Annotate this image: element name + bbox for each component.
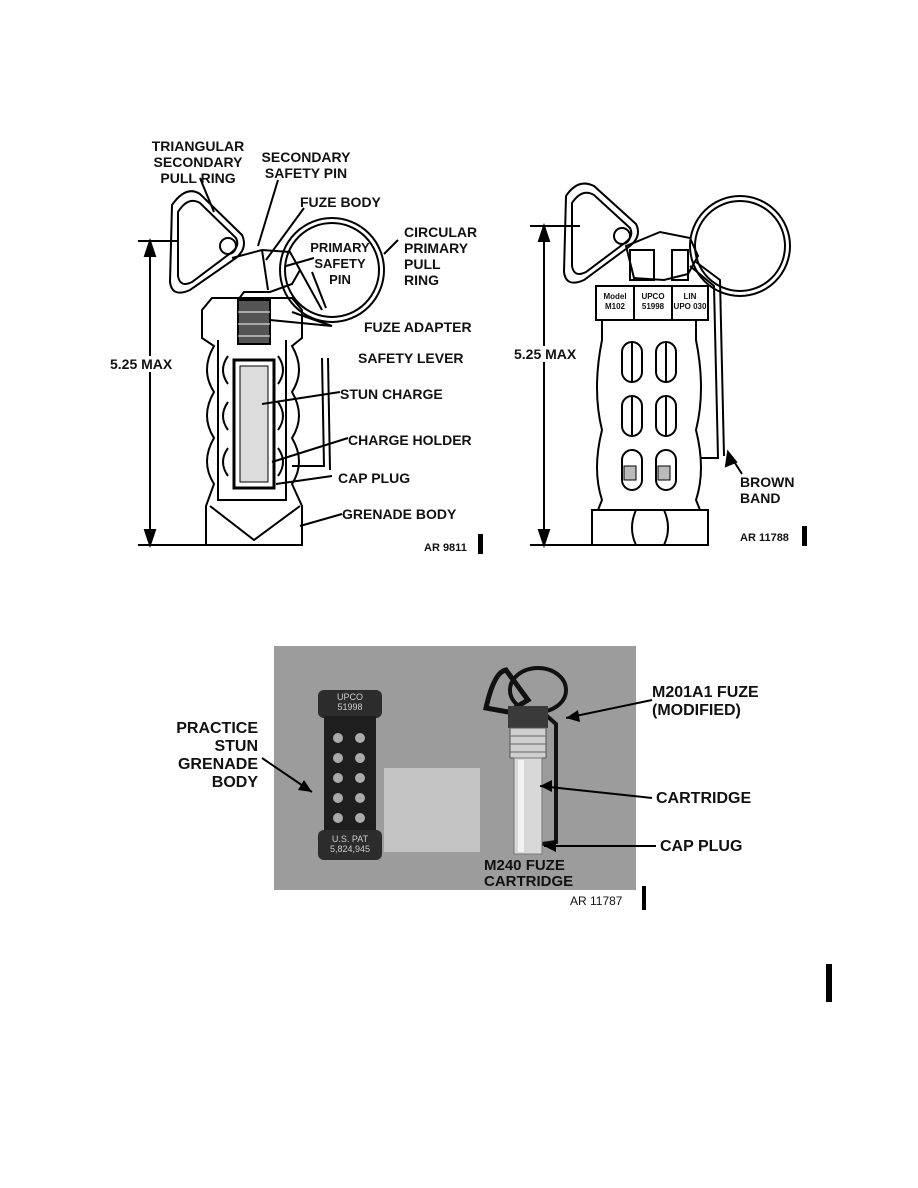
band: [595, 285, 709, 321]
triangular-ring: [168, 190, 245, 294]
label-cap-plug-photo: CAP PLUG: [660, 838, 743, 855]
fuze-body: [231, 248, 302, 301]
change-bar-2: [802, 526, 807, 546]
stun-charge: [239, 365, 269, 483]
band-lin: LIN UPO 030: [673, 292, 707, 311]
label-m240-cartridge: M240 FUZE CARTRIDGE: [484, 857, 574, 890]
change-bar-1: [478, 534, 483, 554]
exterior-diagram: [530, 182, 791, 549]
label-dimension-2: 5.25 MAX: [514, 346, 577, 362]
change-bar-page: [826, 964, 832, 1002]
label-safety-lever: SAFETY LEVER: [358, 350, 464, 366]
practice-body-shape: [318, 690, 382, 860]
label-ref-1: AR 9811: [424, 542, 467, 554]
dimension-arrow-bottom: [143, 529, 157, 549]
photo-body-bottom-text: U.S. PAT 5,824,945: [329, 834, 371, 854]
charge-holder: [232, 358, 276, 490]
label-ref-3: AR 11787: [570, 894, 623, 908]
cutaway-diagram: [138, 177, 399, 549]
label-grenade-body: GRENADE BODY: [342, 506, 457, 522]
label-brown-band: BROWN BAND: [740, 474, 795, 506]
dimension-arrow-top: [143, 237, 157, 257]
label-dimension-1: 5.25 MAX: [110, 356, 173, 372]
label-charge-holder: CHARGE HOLDER: [348, 432, 472, 448]
label-secondary-pin: SECONDARY SAFETY PIN: [261, 149, 351, 181]
label-primary-pin: PRIMARY SAFETY PIN: [310, 240, 370, 287]
band-model: Model M102: [603, 292, 627, 311]
label-circular-ring: CIRCULAR PRIMARY PULL RING: [404, 224, 478, 288]
grenade-body: [201, 297, 303, 546]
label-cap-plug: CAP PLUG: [338, 470, 411, 486]
label-cartridge: CARTRIDGE: [656, 790, 752, 807]
practice-grenade-photo: UPCO 51998 U.S. PAT 5,824,945: [274, 646, 636, 890]
label-ref-2: AR 11788: [740, 532, 789, 544]
label-triangular-ring: TRIANGULAR SECONDARY PULL RING: [151, 138, 245, 186]
circular-ring-2: [689, 195, 791, 297]
label-fuze-adapter: FUZE ADAPTER: [364, 319, 472, 335]
label-fuze-body: FUZE BODY: [300, 194, 381, 210]
band-upco: UPCO 51998: [641, 292, 665, 311]
label-stun-charge: STUN CHARGE: [340, 386, 443, 402]
change-bar-3: [642, 886, 646, 910]
photo-body-top-text: UPCO 51998: [336, 692, 363, 712]
circular-ring: [279, 217, 385, 323]
label-m201a1-fuze: M201A1 FUZE (MODIFIED): [652, 684, 759, 719]
label-practice-body: PRACTICE STUN GRENADE BODY: [176, 720, 258, 791]
fuze-adapter: [237, 299, 271, 345]
